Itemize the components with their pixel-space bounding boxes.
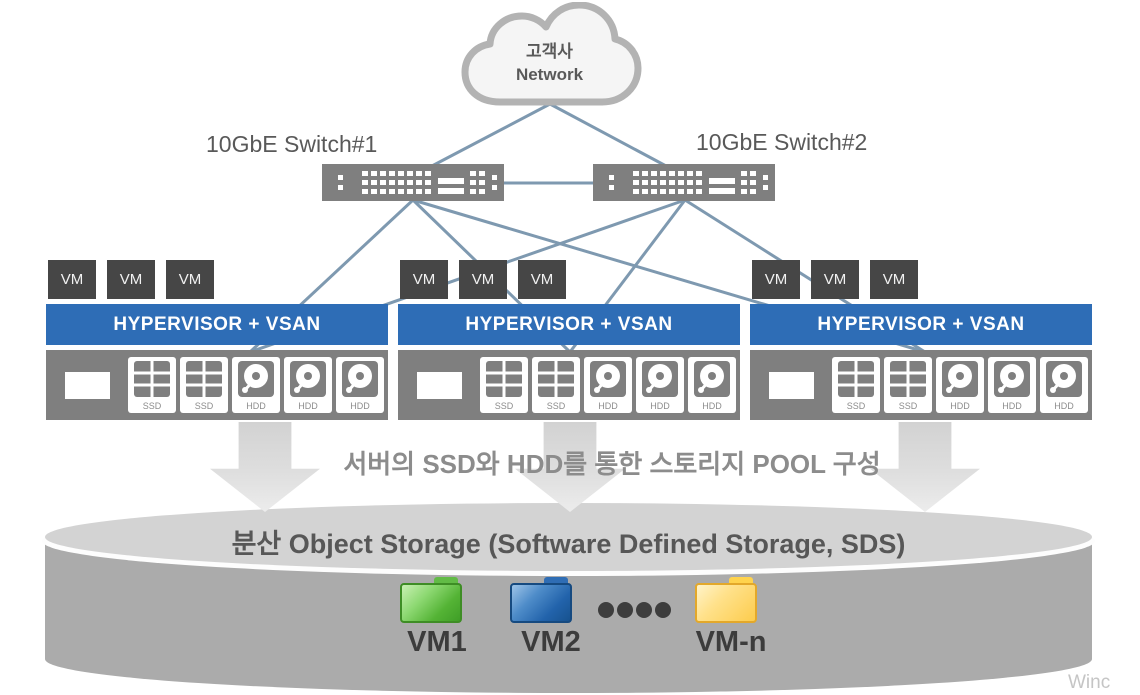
vm2-folder-label: VM2 xyxy=(521,626,581,658)
ssd-drive-icon: SSD xyxy=(884,357,932,413)
vm1-folder-label: VM1 xyxy=(407,626,467,658)
drive-label: HDD xyxy=(950,401,970,411)
server-tray: SSD SSD HDD HDD HDD xyxy=(750,350,1092,420)
hypervisor-bar: HYPERVISOR + VSAN xyxy=(46,304,388,345)
hdd-drive-icon: HDD xyxy=(636,357,684,413)
vm-box: VM xyxy=(107,260,155,299)
hypervisor-bar: HYPERVISOR + VSAN xyxy=(750,304,1092,345)
storage-cylinder-lid xyxy=(45,503,1092,571)
hdd-drive-icon: HDD xyxy=(688,357,736,413)
watermark: Winc xyxy=(1068,672,1111,693)
vm-box: VM xyxy=(48,260,96,299)
hdd-drive-icon: HDD xyxy=(1040,357,1088,413)
drive-label: HDD xyxy=(598,401,618,411)
ellipsis-dot xyxy=(617,602,633,618)
vm-box: VM xyxy=(459,260,507,299)
drive-label: HDD xyxy=(246,401,266,411)
drive-label: HDD xyxy=(350,401,370,411)
switch2-icon xyxy=(593,164,775,201)
blank-panel xyxy=(417,372,462,399)
vm-box: VM xyxy=(811,260,859,299)
drive-label: HDD xyxy=(298,401,318,411)
drive-label: HDD xyxy=(650,401,670,411)
vmn-folder-icon xyxy=(695,577,757,623)
drive-label: SSD xyxy=(494,401,514,411)
customer-network-cloud: 고객사 Network xyxy=(452,1,647,114)
pool-caption: 서버의 SSD와 HDD를 통한 스토리지 POOL 구성 xyxy=(343,449,881,479)
server-node-1: VM VM VM HYPERVISOR + VSAN SSD SSD HDD H… xyxy=(46,260,388,420)
folder-body xyxy=(695,583,757,623)
blank-panel xyxy=(65,372,110,399)
hdd-drive-icon: HDD xyxy=(988,357,1036,413)
vm-box: VM xyxy=(870,260,918,299)
folder-body xyxy=(400,583,462,623)
folder-body xyxy=(510,583,572,623)
ellipsis-dot xyxy=(636,602,652,618)
hypervisor-bar: HYPERVISOR + VSAN xyxy=(398,304,740,345)
server-tray: SSD SSD HDD HDD HDD xyxy=(46,350,388,420)
cloud-label-line1: 고객사 xyxy=(526,42,573,61)
hdd-drive-icon: HDD xyxy=(232,357,280,413)
ssd-drive-icon: SSD xyxy=(832,357,880,413)
server-tray: SSD SSD HDD HDD HDD xyxy=(398,350,740,420)
ssd-drive-icon: SSD xyxy=(180,357,228,413)
switch1-icon xyxy=(322,164,504,201)
drive-label: SSD xyxy=(846,401,866,411)
vm-box: VM xyxy=(752,260,800,299)
hdd-drive-icon: HDD xyxy=(584,357,632,413)
cloud-icon xyxy=(461,1,642,106)
drive-label: SSD xyxy=(194,401,214,411)
server-node-2: VM VM VM HYPERVISOR + VSAN SSD SSD HDD H… xyxy=(398,260,740,420)
vm-box: VM xyxy=(166,260,214,299)
blank-panel xyxy=(769,372,814,399)
cloud-label-line2: Network xyxy=(515,65,584,84)
drive-label: HDD xyxy=(702,401,722,411)
vmn-folder-label: VM-n xyxy=(695,626,767,658)
storage-title: 분산 Object Storage (Software Defined Stor… xyxy=(231,529,906,559)
hdd-drive-icon: HDD xyxy=(936,357,984,413)
switch1-label: 10GbE Switch#1 xyxy=(206,131,378,157)
server-node-3: VM VM VM HYPERVISOR + VSAN SSD SSD HDD H… xyxy=(750,260,1092,420)
drive-label: HDD xyxy=(1054,401,1074,411)
switch2-label: 10GbE Switch#2 xyxy=(696,129,868,155)
drive-label: SSD xyxy=(142,401,162,411)
ssd-drive-icon: SSD xyxy=(532,357,580,413)
vm-box: VM xyxy=(400,260,448,299)
ssd-drive-icon: SSD xyxy=(480,357,528,413)
hdd-drive-icon: HDD xyxy=(336,357,384,413)
drive-label: SSD xyxy=(898,401,918,411)
ellipsis-dot xyxy=(655,602,671,618)
ellipsis-dot xyxy=(598,602,614,618)
cloud-label: 고객사 Network xyxy=(452,40,647,86)
drive-label: SSD xyxy=(546,401,566,411)
vm2-folder-icon xyxy=(510,577,572,623)
drive-label: HDD xyxy=(1002,401,1022,411)
ssd-drive-icon: SSD xyxy=(128,357,176,413)
hdd-drive-icon: HDD xyxy=(284,357,332,413)
vm1-folder-icon xyxy=(400,577,462,623)
vm-box: VM xyxy=(518,260,566,299)
